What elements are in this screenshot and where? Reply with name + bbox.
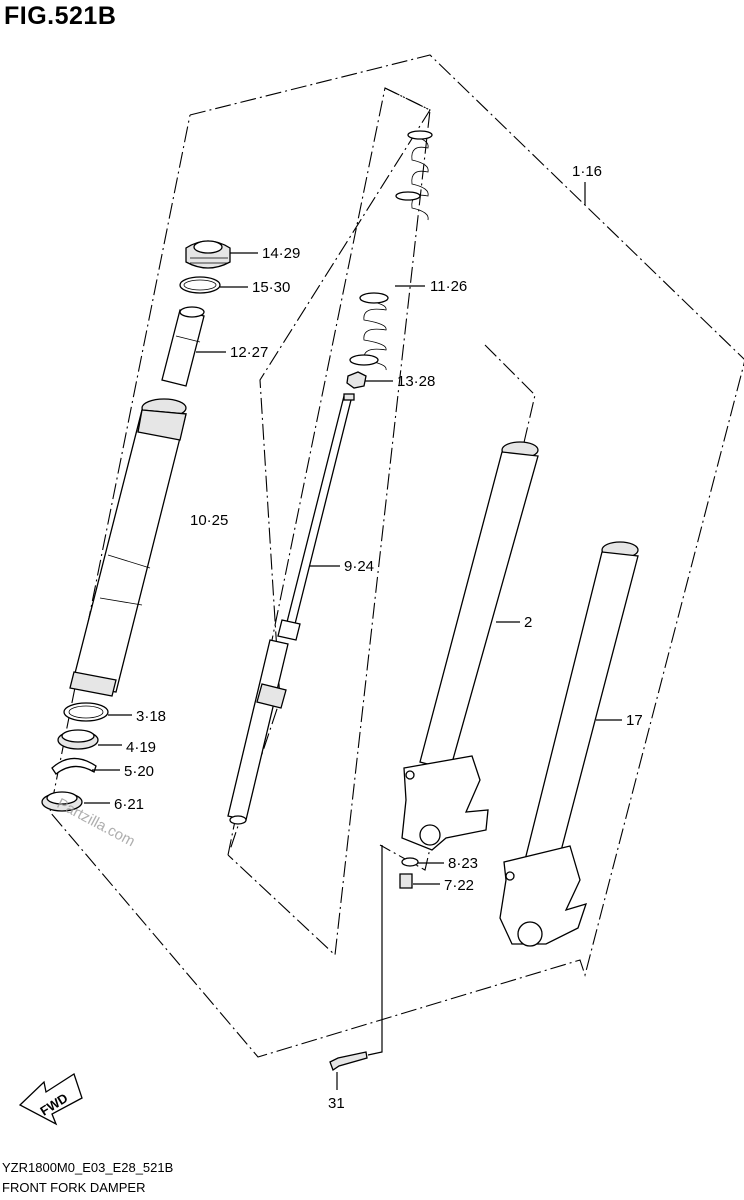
lock-nut [346,371,367,389]
callout-17: 17 [626,712,643,729]
callout-9-24: 9·24 [344,558,374,575]
outer-tube [401,441,539,851]
outer-tube-opposite [499,541,639,947]
callout-31: 31 [328,1095,345,1112]
stopper-clip [51,757,97,775]
callout-2: 2 [524,614,532,631]
callout-4-19: 4·19 [126,739,156,756]
damper-rod-box [227,87,431,957]
spacer-tube [161,306,205,387]
damper-rod [227,393,355,825]
callout-6-21: 6·21 [114,796,144,813]
callout-13-28: 13·28 [397,373,435,390]
dust-seal [41,791,83,812]
callout-11-26: 11·26 [430,278,467,295]
callout-14-29: 14·29 [262,245,300,262]
damper-group-outline [227,87,431,856]
model-code: YZR1800M0_E03_E28_521B [2,1160,174,1175]
callout-3-18: 3·18 [136,708,166,725]
axle-holder-bolt [329,1051,368,1071]
drain-bolt [399,873,413,889]
fork-spring-lower [349,292,389,371]
o-ring [179,276,221,294]
callout-10-25: 10·25 [190,512,228,529]
forward-direction-badge: FWD [18,1073,83,1126]
callout-15-30: 15·30 [252,279,290,296]
callout-5-20: 5·20 [124,763,154,780]
fork-cap-bolt [185,240,231,269]
figure-name: FRONT FORK DAMPER [2,1180,146,1195]
figure-title: FIG.521B [4,2,117,30]
inner-tube [69,398,187,697]
oil-seal [57,729,99,750]
assembly-outline [49,54,744,1058]
callout-8-23: 8·23 [448,855,478,872]
callout-7-22: 7·22 [444,877,474,894]
fork-spring-upper [395,130,433,221]
washer [401,857,419,867]
callout-12-27: 12·27 [230,344,268,361]
callout-1-16: 1·16 [572,163,602,180]
